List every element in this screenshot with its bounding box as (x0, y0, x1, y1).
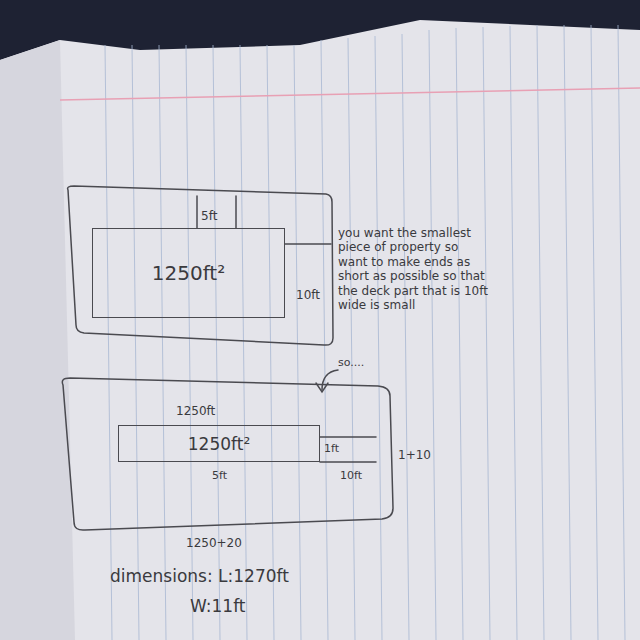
area-rectangle: 1250ft² (118, 425, 320, 462)
answer-text: W:11ft (190, 596, 246, 616)
dimension-label: 1ft (324, 442, 339, 455)
dimension-label: 1250ft (176, 404, 215, 418)
dimension-label: 10ft (340, 469, 362, 482)
answer-text: dimensions: L:1270ft (110, 566, 289, 586)
dimension-label: 10ft (296, 288, 320, 302)
calculation: 1+10 (398, 448, 431, 462)
calculation: 1250+20 (186, 536, 242, 550)
area-rectangle: 1250ft² (92, 228, 285, 318)
handwritten-note: so.... (338, 356, 364, 369)
area-label: 1250ft² (152, 261, 225, 285)
dimension-label: 5ft (201, 209, 217, 223)
handwritten-note: you want the smallest piece of property … (338, 226, 488, 312)
dimension-label: 5ft (212, 469, 227, 482)
area-label: 1250ft² (188, 434, 250, 454)
